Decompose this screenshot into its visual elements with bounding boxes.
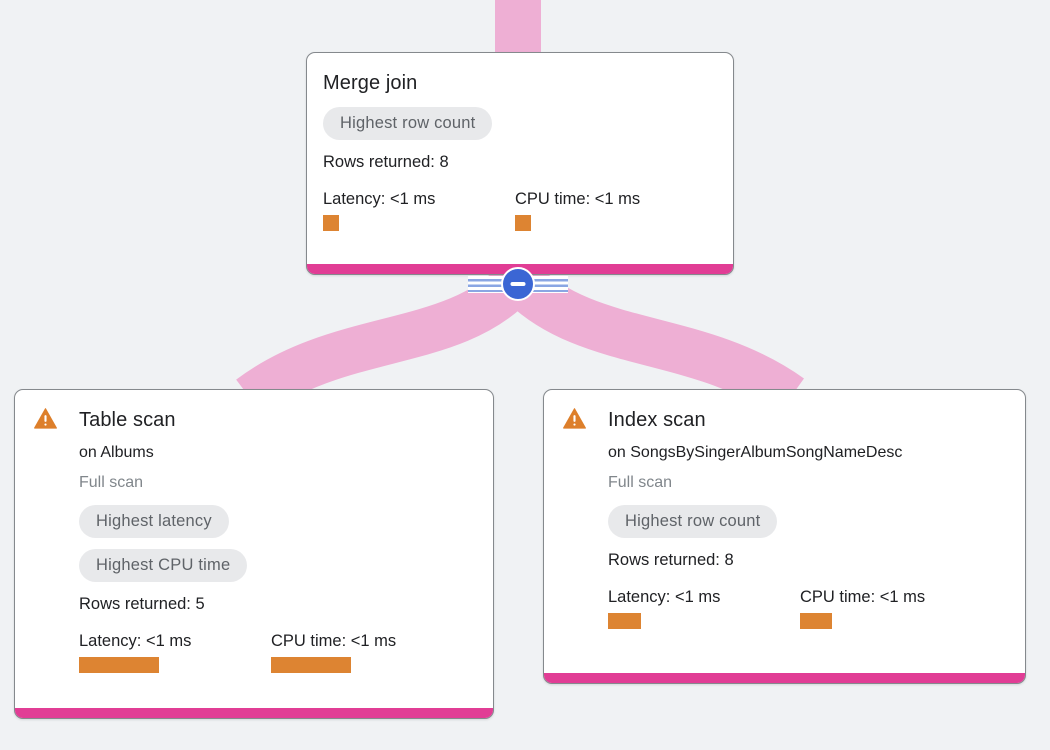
latency-metric: Latency: <1 ms <box>79 630 271 673</box>
node-accent-bar <box>544 673 1025 683</box>
metrics-row: Latency: <1 ms CPU time: <1 ms <box>608 586 1009 629</box>
badge-highest-cpu-time: Highest CPU time <box>79 549 248 582</box>
cpu-time-label: CPU time: <1 ms <box>271 632 397 650</box>
scan-type: Full scan <box>79 474 144 491</box>
edge-merge-join-to-table-scan <box>236 263 535 417</box>
latency-bar <box>79 657 159 673</box>
node-title: Merge join <box>323 72 418 94</box>
latency-label: Latency: <1 ms <box>608 588 721 606</box>
rows-returned: Rows returned: 8 <box>608 551 734 569</box>
node-merge-join-body: Merge join Highest row count Rows return… <box>307 53 733 231</box>
cpu-metric: CPU time: <1 ms <box>800 586 992 629</box>
latency-label: Latency: <1 ms <box>323 190 436 208</box>
badge-highest-row-count: Highest row count <box>608 505 778 538</box>
cpu-metric: CPU time: <1 ms <box>515 188 707 231</box>
scan-target: on SongsBySingerAlbumSongNameDesc <box>608 444 903 461</box>
cpu-time-bar <box>515 215 531 231</box>
badge-highest-row-count: Highest row count <box>323 107 493 140</box>
node-merge-join[interactable]: Merge join Highest row count Rows return… <box>306 52 734 275</box>
badge-highest-latency: Highest latency <box>79 505 229 538</box>
latency-bar <box>608 613 641 629</box>
cpu-time-bar <box>271 657 351 673</box>
cpu-metric: CPU time: <1 ms <box>271 630 463 673</box>
warning-icon <box>34 408 57 429</box>
latency-metric: Latency: <1 ms <box>323 188 515 231</box>
cpu-time-label: CPU time: <1 ms <box>800 588 926 606</box>
warning-icon <box>563 408 586 429</box>
node-index-scan-body: Index scan on SongsBySingerAlbumSongName… <box>544 390 1025 629</box>
node-table-scan-body: Table scan on Albums Full scan Highest l… <box>15 390 493 673</box>
latency-metric: Latency: <1 ms <box>608 586 800 629</box>
node-table-scan[interactable]: Table scan on Albums Full scan Highest l… <box>14 389 494 719</box>
cpu-time-label: CPU time: <1 ms <box>515 190 641 208</box>
node-title: Index scan <box>608 409 706 431</box>
metrics-row: Latency: <1 ms CPU time: <1 ms <box>323 188 717 231</box>
node-title: Table scan <box>79 409 176 431</box>
latency-bar <box>323 215 339 231</box>
scan-target: on Albums <box>79 444 154 461</box>
latency-label: Latency: <1 ms <box>79 632 192 650</box>
rows-returned: Rows returned: 5 <box>79 595 205 613</box>
metrics-row: Latency: <1 ms CPU time: <1 ms <box>79 630 477 673</box>
edge-parent-to-merge-join <box>495 0 541 56</box>
collapse-children-button[interactable] <box>501 267 535 301</box>
node-index-scan[interactable]: Index scan on SongsBySingerAlbumSongName… <box>543 389 1026 684</box>
scan-type: Full scan <box>608 474 673 491</box>
minus-icon <box>510 282 526 286</box>
edge-merge-join-to-index-scan <box>501 262 804 418</box>
node-accent-bar <box>15 708 493 718</box>
rows-returned: Rows returned: 8 <box>323 153 449 171</box>
cpu-time-bar <box>800 613 832 629</box>
